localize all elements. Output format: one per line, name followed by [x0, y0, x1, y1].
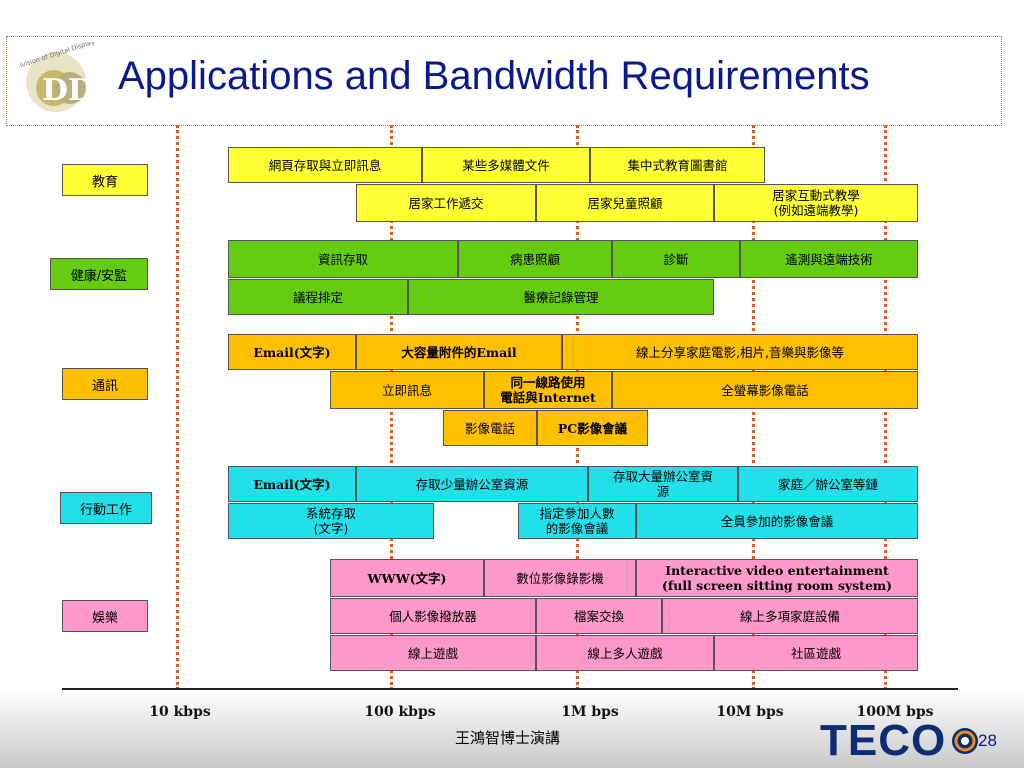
category-label-communication: 通訊	[62, 368, 148, 400]
app-box-entertainment-r1-2: 線上多項家庭設備	[662, 598, 918, 634]
app-box-education-r0-1: 某些多媒體文件	[422, 147, 590, 183]
app-box-communication-r0-0: Email(文字)	[228, 334, 356, 370]
app-box-communication-r0-1: 大容量附件的Email	[356, 334, 562, 370]
app-box-communication-r1-0: 立即訊息	[330, 371, 484, 409]
app-box-education-r1-1: 居家兒童照顧	[536, 184, 714, 222]
app-box-communication-r1-1: 同一線路使用 電話與Internet	[484, 371, 612, 409]
app-box-health-r0-3: 遙測與遠端技術	[740, 240, 918, 278]
app-box-entertainment-r0-1: 數位影像錄影機	[484, 559, 636, 597]
category-label-education: 教育	[62, 164, 148, 196]
app-box-health-r1-1: 醫療記錄管理	[408, 279, 714, 315]
app-box-health-r0-1: 病患照顧	[458, 240, 612, 278]
app-box-mobile-r1-0: 系統存取 (文字)	[228, 503, 434, 539]
logo-letters: DD	[42, 73, 94, 108]
app-box-education-r1-2: 居家互動式教學 (例如遠端教學)	[714, 184, 918, 222]
app-box-mobile-r1-1: 指定參加人數 的影像會議	[518, 503, 636, 539]
app-box-communication-r0-2: 線上分享家庭電影,相片,音樂與影像等	[562, 334, 918, 370]
app-box-entertainment-r0-0: WWW(文字)	[330, 559, 484, 597]
bandwidth-axis	[62, 688, 958, 691]
app-box-entertainment-r2-2: 社區遊戲	[714, 635, 918, 671]
division-logo: DD Division of Digital Display	[20, 42, 96, 112]
tick-label-10kbps: 10 kbps	[149, 704, 211, 720]
app-box-entertainment-r2-0: 線上遊戲	[330, 635, 536, 671]
app-box-communication-r2-0: 影像電話	[443, 410, 537, 446]
teco-wordmark: TECO	[820, 716, 947, 765]
tick-label-10mbps: 10M bps	[716, 704, 784, 720]
guide-line-10kbps	[176, 125, 179, 690]
app-box-mobile-r0-1: 存取少量辦公室資源	[356, 466, 588, 502]
app-box-entertainment-r1-1: 檔案交換	[536, 598, 662, 634]
app-box-mobile-r0-0: Email(文字)	[228, 466, 356, 502]
app-box-communication-r1-2: 全螢幕影像電話	[612, 371, 918, 409]
teco-swirl-icon	[952, 728, 979, 754]
app-box-mobile-r0-2: 存取大量辦公室資 源	[588, 466, 738, 502]
app-box-education-r1-0: 居家工作遞交	[356, 184, 536, 222]
app-box-education-r0-0: 網頁存取與立即訊息	[228, 147, 422, 183]
category-label-entertainment: 娛樂	[62, 600, 148, 632]
author-credit: 王鴻智博士演講	[455, 729, 561, 747]
tick-label-1mbps: 1M bps	[561, 704, 619, 720]
app-box-entertainment-r1-0: 個人影像撥放器	[330, 598, 536, 634]
app-box-health-r1-0: 議程排定	[228, 279, 408, 315]
app-box-entertainment-r0-2: Interactive video entertainment (full sc…	[636, 559, 918, 597]
tick-label-100mbps: 100M bps	[856, 704, 934, 720]
footer-band	[0, 690, 1024, 768]
app-box-mobile-r1-2: 全員參加的影像會議	[636, 503, 918, 539]
category-label-health: 健康/安監	[50, 258, 148, 290]
category-label-mobile: 行動工作	[60, 492, 152, 524]
app-box-education-r0-2: 集中式教育圖書館	[590, 147, 765, 183]
app-box-mobile-r0-3: 家庭／辦公室等鏈	[738, 466, 918, 502]
title-frame	[6, 36, 1002, 126]
app-box-communication-r2-1: PC影像會議	[537, 410, 648, 446]
teco-logo: TECO	[820, 716, 980, 765]
app-box-health-r0-2: 診斷	[612, 240, 740, 278]
app-box-entertainment-r2-1: 線上多人遊戲	[536, 635, 714, 671]
slide-title: Applications and Bandwidth Requirements	[118, 54, 870, 98]
app-box-health-r0-0: 資訊存取	[228, 240, 458, 278]
page-number: 28	[978, 731, 997, 750]
tick-label-100kbps: 100 kbps	[364, 704, 436, 720]
